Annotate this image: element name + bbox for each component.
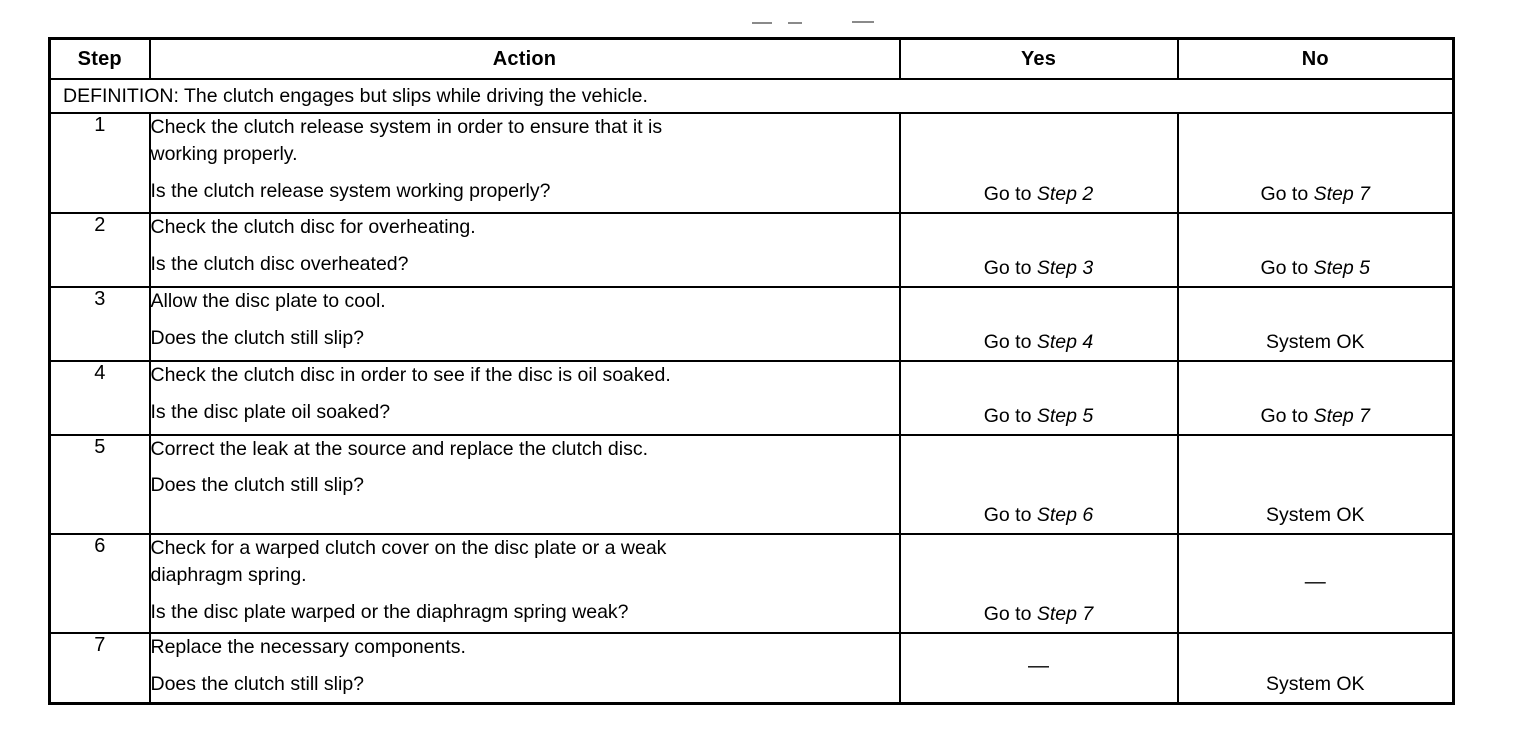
goto-target: Step 7 [1313,405,1370,427]
action-cell: Check for a warped clutch cover on the d… [148,533,901,634]
action-line: working properly. [150,142,298,165]
yes-answer-cell: Go to Step 7 [898,533,1179,634]
goto-prefix: Go to [983,504,1037,526]
no-answer-cell: System OK [1176,632,1455,705]
goto-target: Step 7 [1036,603,1094,625]
action-line: Check for a warped clutch cover on the d… [150,537,667,559]
yes-answer-cell: Go to Step 5 [898,360,1179,436]
no-answer-cell: System OK [1176,286,1455,362]
dash-glyph: — [1304,569,1326,593]
no-answer: Go to Step 7 [1179,405,1453,428]
action-question: Is the clutch disc overheated? [150,252,409,275]
goto-prefix: Go to [983,183,1037,205]
table-row: 7 Replace the necessary components. Does… [48,632,1455,705]
action-question: Is the clutch release system working pro… [150,179,551,202]
step-number: 1 [48,112,151,214]
goto-target: Step 6 [1036,504,1094,526]
step-number: 4 [48,360,151,436]
yes-answer-cell: Go to Step 6 [898,434,1179,535]
action-line: Check the clutch disc in order to see if… [150,364,671,386]
table-row: 6 Check for a warped clutch cover on the… [48,533,1455,634]
action-cell: Check the clutch disc in order to see if… [148,360,901,436]
no-answer: Go to Step 7 [1179,183,1453,206]
no-answer: System OK [1179,331,1453,354]
goto-target: Step 4 [1036,331,1094,353]
step-number: 7 [48,632,151,705]
goto-prefix: System OK [1265,504,1365,526]
table-row: 5 Correct the leak at the source and rep… [48,434,1455,535]
action-line: Allow the disc plate to cool. [150,290,386,312]
yes-answer: Go to Step 7 [901,603,1177,626]
action-line: Check the clutch release system in order… [150,116,663,138]
no-answer: System OK [1179,504,1453,527]
goto-prefix: Go to [1260,257,1314,279]
action-question: Is the disc plate oil soaked? [150,400,391,423]
yes-answer: Go to Step 3 [901,257,1177,280]
table-row: 1 Check the clutch release system in ord… [48,112,1455,214]
goto-target: Step 7 [1313,183,1370,205]
action-cell: Correct the leak at the source and repla… [148,434,901,535]
action-line: diaphragm spring. [150,563,307,586]
no-answer-cell: — [1176,533,1455,634]
yes-answer: Go to Step 4 [901,331,1177,354]
goto-prefix: Go to [1260,405,1314,427]
no-answer-cell: System OK [1176,434,1455,535]
yes-answer: Go to Step 2 [901,183,1177,206]
clutch-slipping-diagnostic-table: Step Action Yes No DEFINITION: The clutc… [48,37,1455,705]
goto-target: Step 2 [1036,183,1094,205]
step-number: 5 [48,434,151,535]
column-header-step: Step [48,37,151,80]
action-cell: Allow the disc plate to cool. Does the c… [148,286,901,362]
yes-answer-cell: Go to Step 4 [898,286,1179,362]
step-number: 6 [48,533,151,634]
scan-artifacts [0,0,1520,36]
goto-prefix: Go to [983,603,1037,625]
no-answer: — [1179,570,1453,594]
definition-text: DEFINITION: The clutch engages but slips… [48,78,1455,114]
goto-prefix: Go to [983,257,1037,279]
table-row: 3 Allow the disc plate to cool. Does the… [48,286,1455,362]
goto-prefix: System OK [1265,673,1365,695]
yes-answer: — [901,654,1177,678]
column-header-no: No [1176,37,1455,80]
definition-row: DEFINITION: The clutch engages but slips… [48,78,1455,114]
action-question: Does the clutch still slip? [150,672,365,695]
column-header-action: Action [148,37,901,80]
yes-answer-cell: — [898,632,1179,705]
no-answer-cell: Go to Step 7 [1176,112,1455,214]
action-question: Is the disc plate warped or the diaphrag… [150,600,629,623]
goto-prefix: Go to [983,405,1037,427]
goto-prefix: Go to [983,331,1037,353]
yes-answer: Go to Step 5 [901,405,1177,428]
no-answer-cell: Go to Step 7 [1176,360,1455,436]
table-header-row: Step Action Yes No [48,37,1455,80]
action-cell: Replace the necessary components. Does t… [148,632,901,705]
diagnostic-table-container: Step Action Yes No DEFINITION: The clutc… [48,37,1455,705]
goto-target: Step 3 [1036,257,1094,279]
step-number: 2 [48,212,151,288]
table-row: 2 Check the clutch disc for overheating.… [48,212,1455,288]
action-question: Does the clutch still slip? [150,326,365,349]
yes-answer: Go to Step 6 [901,504,1177,527]
no-answer-cell: Go to Step 5 [1176,212,1455,288]
step-number: 3 [48,286,151,362]
action-line: Correct the leak at the source and repla… [150,438,649,460]
goto-target: Step 5 [1313,257,1370,279]
table-row: 4 Check the clutch disc in order to see … [48,360,1455,436]
goto-prefix: Go to [1260,183,1314,205]
action-line: Check the clutch disc for overheating. [150,216,476,238]
dash-glyph: — [1028,654,1049,678]
action-cell: Check the clutch disc for overheating. I… [148,212,901,288]
no-answer: Go to Step 5 [1179,257,1453,280]
goto-prefix: System OK [1265,331,1365,353]
yes-answer-cell: Go to Step 2 [898,112,1179,214]
action-question: Does the clutch still slip? [150,473,365,496]
column-header-yes: Yes [898,37,1179,80]
goto-target: Step 5 [1036,405,1094,427]
action-cell: Check the clutch release system in order… [148,112,901,214]
action-line: Replace the necessary components. [150,636,466,658]
yes-answer-cell: Go to Step 3 [898,212,1179,288]
no-answer: System OK [1179,673,1453,696]
